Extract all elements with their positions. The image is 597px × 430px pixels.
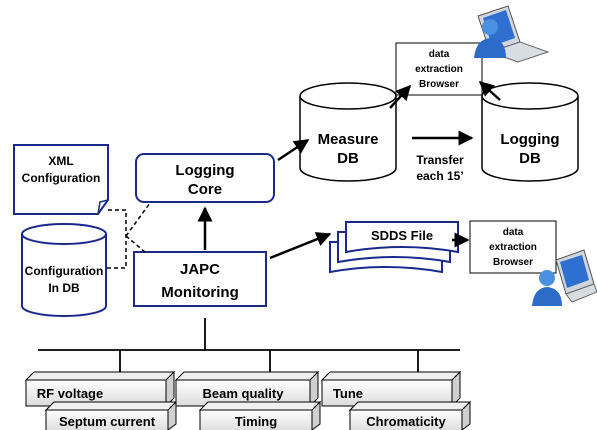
extract-top-line3: Browser [419,79,459,90]
extract-top-line2: extraction [415,64,463,75]
japc-line2: Monitoring [161,284,238,301]
extraction-browser-right: data extraction Browser [469,220,557,274]
measure-db-line2: DB [337,150,359,167]
logging-db-line2: DB [519,150,541,167]
extract-right-line1: data [503,227,524,238]
logging-core-line2: Core [188,181,222,198]
timing-label: Timing [235,414,277,429]
device-box-septum-current: Septum current [44,400,178,430]
extract-right-line2: extraction [489,242,537,253]
configuration-db-cylinder: Configuration In DB [21,223,107,317]
measure-db-line1: Measure [318,131,379,148]
japc-monitoring-box: JAPC Monitoring [133,251,267,307]
sdds-file-stack: SDDS File [329,221,459,274]
measure-db-cylinder: Measure DB [299,82,397,182]
sdds-file-label: SDDS File [371,228,433,243]
config-db-line2: In DB [48,281,80,295]
xml-config-line2: Configuration [22,171,101,185]
extract-right-line3: Browser [493,257,533,268]
computer-user-icon [474,5,550,63]
device-box-tune: Tune [320,370,462,408]
transfer-line1: Transfer [416,153,464,167]
logging-core-box: Logging Core [135,153,275,203]
logging-db-line1: Logging [500,131,559,148]
rf-voltage-label: RF voltage [37,386,103,401]
beam-quality-label: Beam quality [203,386,285,401]
tune-label: Tune [333,386,363,401]
device-box-rf-voltage: RF voltage [24,370,176,408]
extract-top-line1: data [429,49,450,60]
chromaticity-label: Chromaticity [366,414,446,429]
device-box-chromaticity: Chromaticity [348,400,472,430]
transfer-line2: each 15’ [416,169,463,183]
config-db-line1: Configuration [25,264,104,278]
septum-current-label: Septum current [59,414,156,429]
xml-configuration-doc: XML Configuration [13,144,109,215]
xml-config-line1: XML [48,154,73,168]
device-box-timing: Timing [198,400,322,430]
logging-core-line1: Logging [175,162,234,179]
computer-user-icon [532,249,597,306]
device-box-beam-quality: Beam quality [174,370,320,408]
device-bus [38,318,460,372]
dashed-connectors [106,202,151,269]
arrows [197,80,501,260]
japc-line1: JAPC [180,261,220,278]
